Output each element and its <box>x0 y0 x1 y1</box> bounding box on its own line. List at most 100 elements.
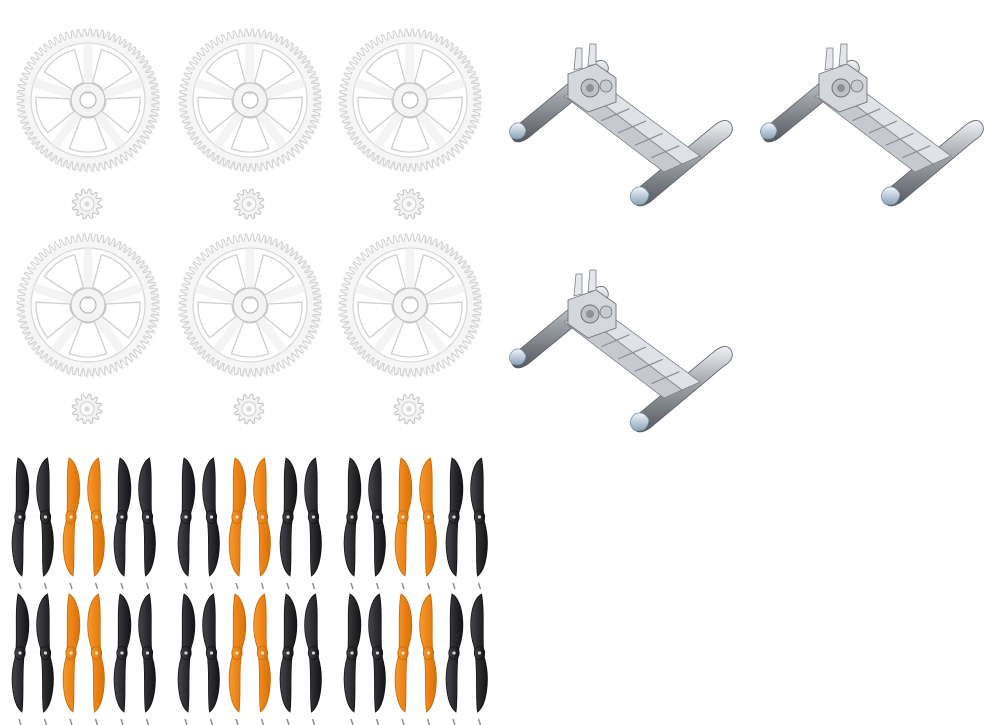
screw <box>94 582 99 590</box>
gear-spoke <box>420 78 467 100</box>
propeller-blade <box>343 593 362 725</box>
screw <box>145 718 150 725</box>
propeller-blade <box>177 457 196 590</box>
gear-spoke <box>420 283 467 305</box>
propeller-blade <box>470 593 488 725</box>
propeller-blade <box>279 593 298 725</box>
gear-spoke <box>260 283 307 305</box>
gear-window <box>413 48 455 92</box>
propeller-blade <box>419 593 437 725</box>
gear-spoke <box>193 283 240 305</box>
propeller-blade <box>253 457 271 590</box>
gear-window <box>365 48 407 92</box>
gear-window <box>390 320 430 358</box>
gear-window <box>230 320 270 358</box>
propeller-blade <box>36 457 54 590</box>
screw <box>375 718 380 725</box>
gear-window <box>390 115 430 153</box>
propeller-blade <box>445 457 464 590</box>
landing-gear-group <box>509 43 984 433</box>
gear-spoke <box>98 78 145 100</box>
screw <box>69 582 73 590</box>
main-gear <box>338 28 483 173</box>
propeller-blade <box>87 457 105 590</box>
gear-window <box>197 301 237 339</box>
propeller-blade <box>304 457 322 590</box>
screw <box>452 582 456 590</box>
propeller-blade <box>11 593 30 725</box>
gear-spoke <box>373 108 406 149</box>
main-gear <box>16 233 161 378</box>
screw <box>235 718 239 725</box>
propeller-blade <box>228 593 247 725</box>
screw <box>260 582 265 590</box>
gear-window <box>205 48 247 92</box>
propeller-blade <box>228 457 247 590</box>
propeller-set <box>11 457 156 590</box>
screw <box>43 718 48 725</box>
screw <box>209 718 214 725</box>
gear-window <box>365 253 407 297</box>
screw <box>477 582 482 590</box>
gear-window <box>357 301 397 339</box>
propeller-blade <box>138 457 156 590</box>
landing-gear <box>760 43 984 207</box>
gear-spoke <box>254 108 287 149</box>
skid-tip <box>629 186 650 206</box>
propeller-set <box>177 593 322 725</box>
gear-spoke <box>353 78 400 100</box>
gear-window <box>68 115 108 153</box>
screw <box>426 582 431 590</box>
propeller-blade <box>279 457 298 590</box>
propeller-blade <box>36 593 54 725</box>
propeller-blade <box>304 593 322 725</box>
screw <box>120 718 124 725</box>
gear-spoke <box>92 108 125 149</box>
landing-gear <box>509 43 733 207</box>
screw <box>94 718 99 725</box>
screw <box>18 718 22 725</box>
skid-tip <box>509 122 527 140</box>
propeller-blade <box>113 593 132 725</box>
screw <box>426 718 431 725</box>
gear-window <box>413 253 455 297</box>
pinion-gears-group <box>71 188 425 425</box>
propeller-blade <box>470 457 488 590</box>
screw <box>209 582 214 590</box>
propeller-blade <box>202 593 220 725</box>
gear-spoke <box>31 78 78 100</box>
screw <box>375 582 380 590</box>
pinion-gear <box>233 393 265 425</box>
propeller-set <box>11 593 156 725</box>
gear-spoke <box>373 313 406 354</box>
propeller-set <box>343 593 488 725</box>
propeller-blade <box>177 593 196 725</box>
skid-tip <box>760 122 778 140</box>
screw <box>184 582 188 590</box>
propeller-blade <box>394 457 413 590</box>
gear-window <box>205 253 247 297</box>
gear-window <box>101 96 141 134</box>
screw <box>350 582 354 590</box>
gear-spoke <box>414 108 447 149</box>
gear-window <box>423 96 463 134</box>
screw <box>43 582 48 590</box>
gear-window <box>263 301 303 339</box>
propeller-blade <box>62 457 81 590</box>
propeller-blade <box>368 593 386 725</box>
screw <box>452 718 456 725</box>
propeller-blade <box>343 457 362 590</box>
gear-spoke <box>260 78 307 100</box>
gear-window <box>253 48 295 92</box>
screw <box>311 718 316 725</box>
propeller-blade <box>113 457 132 590</box>
gear-spoke <box>213 313 246 354</box>
gear-window <box>253 253 295 297</box>
propeller-blade <box>62 593 81 725</box>
propeller-blade <box>394 593 413 725</box>
gear-spoke <box>51 108 84 149</box>
pinion-gear <box>71 393 103 425</box>
gear-spoke <box>353 283 400 305</box>
gear-spoke <box>92 313 125 354</box>
skid-tip <box>509 348 527 366</box>
